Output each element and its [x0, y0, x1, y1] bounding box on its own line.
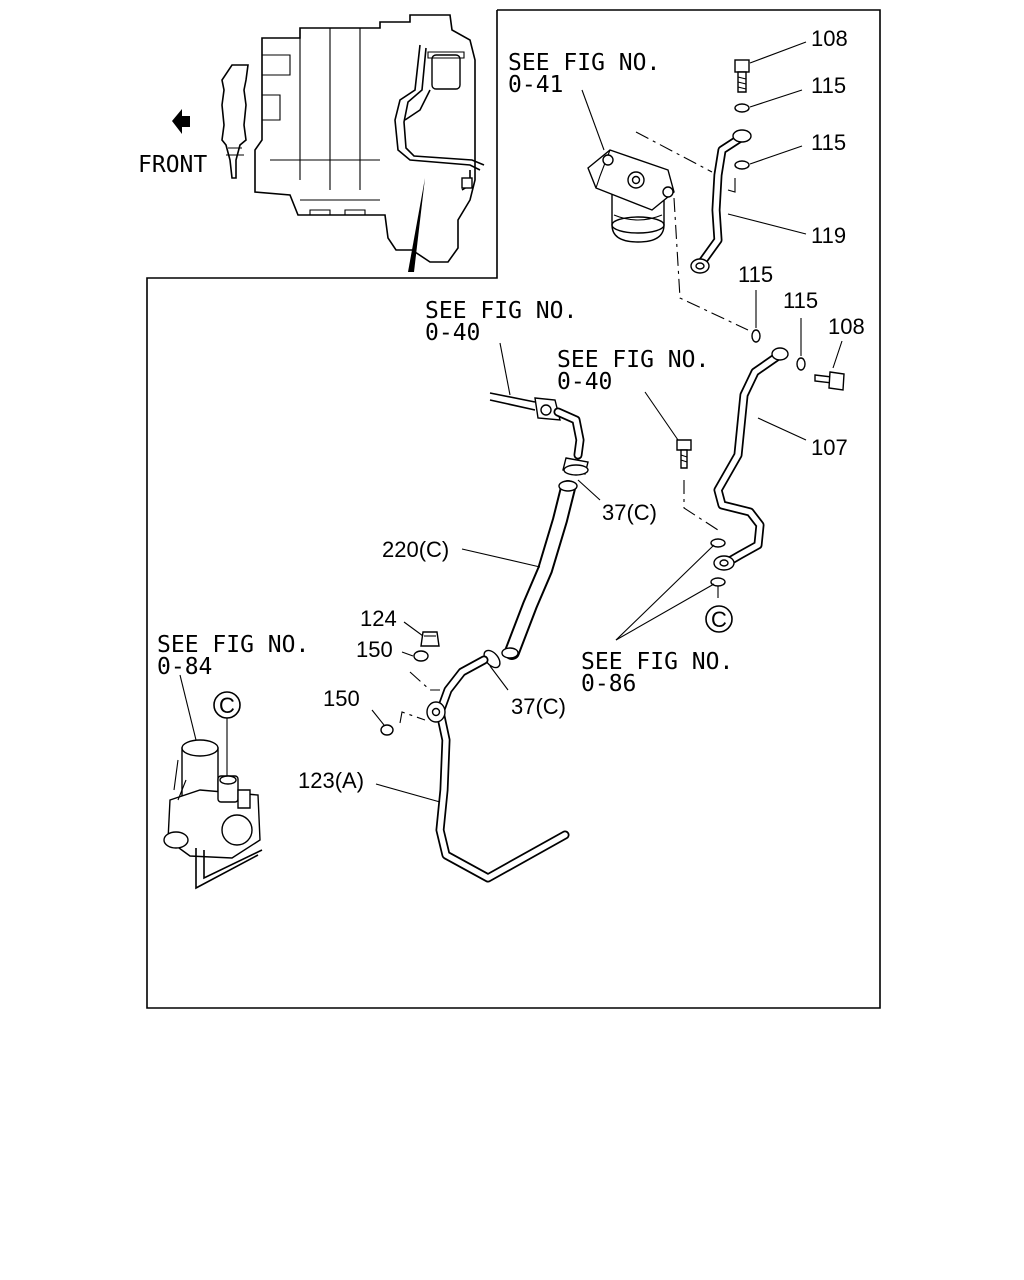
ref-0-84-line2: 0-84 — [157, 654, 212, 680]
circle-marker-c-right-label: C — [711, 607, 727, 632]
ref-0-41-line2: 0-41 — [508, 72, 563, 98]
dashed-leader-bolt-to-pipe — [683, 480, 719, 531]
circle-marker-c-pump: C — [213, 691, 241, 776]
diagram-frame — [146, 9, 881, 1009]
ref-0-40-upper-line2: 0-40 — [425, 320, 480, 346]
circle-marker-c-pump-label: C — [219, 693, 235, 718]
dashed-leader-150-upper — [409, 671, 440, 691]
ref-0-84: SEE FIG NO. 0-84 — [157, 632, 309, 680]
pipe-107 — [713, 347, 789, 571]
ref-0-41: SEE FIG NO. 0-41 — [508, 50, 660, 98]
ref-0-84-line1: SEE FIG NO. — [157, 632, 309, 658]
callout-115-b: 115 — [811, 130, 846, 155]
callout-124: 124 — [360, 606, 397, 631]
washer-150-lower — [380, 724, 394, 736]
ref-0-86-line2: 0-86 — [581, 671, 636, 697]
callout-37-lower: 37(C) — [511, 694, 566, 719]
callout-220: 220(C) — [382, 537, 449, 562]
leader-lines — [179, 41, 843, 803]
callout-119: 119 — [811, 223, 846, 248]
ref-0-40-lower: SEE FIG NO. 0-40 — [557, 347, 709, 395]
callout-115-a: 115 — [811, 73, 846, 98]
hose-220 — [501, 480, 578, 660]
washer-150-upper — [413, 650, 429, 662]
ref-0-40-lower-line2: 0-40 — [557, 369, 612, 395]
washer-115-lower-right — [796, 357, 806, 371]
washer-115-middle — [734, 160, 750, 170]
ref-0-41-line1: SEE FIG NO. — [508, 50, 660, 76]
engine-overview-inset — [221, 14, 485, 272]
callout-108-upper: 108 — [811, 26, 848, 51]
callout-115-c: 115 — [738, 262, 773, 287]
callout-107: 107 — [811, 435, 848, 460]
front-label: FRONT — [138, 152, 207, 178]
bolt-108-lower — [814, 371, 845, 391]
front-direction-indicator: FRONT — [138, 109, 207, 178]
priming-pump-0-84 — [163, 739, 263, 890]
bolt-0-40-lower — [676, 439, 692, 469]
front-arrow-icon — [172, 109, 190, 134]
callout-37-upper: 37(C) — [602, 500, 657, 525]
pipe-119 — [690, 129, 752, 274]
callout-115-d: 115 — [783, 288, 818, 313]
part-callouts: 108 115 115 119 115 115 108 107 37(C) 22… — [298, 26, 865, 793]
ref-0-40-upper-line1: SEE FIG NO. — [425, 298, 577, 324]
ref-0-86-line1: SEE FIG NO. — [581, 649, 733, 675]
callout-150-lower: 150 — [323, 686, 360, 711]
ref-0-40-lower-line1: SEE FIG NO. — [557, 347, 709, 373]
washer-upper-0-86 — [710, 538, 726, 548]
callout-108-lower: 108 — [828, 314, 865, 339]
ref-0-86: SEE FIG NO. 0-86 — [581, 649, 733, 697]
washer-115-lower-left — [751, 329, 761, 343]
eye-bolt-124 — [420, 631, 440, 647]
dashed-leader-150-lower — [399, 711, 426, 724]
fuel-filter-assembly — [587, 149, 675, 243]
pump-fitting-0-40 — [489, 392, 589, 475]
washer-115-upper — [734, 103, 750, 113]
circle-marker-c-right: C — [705, 605, 733, 633]
dashed-leader-filter-to-washer — [673, 197, 749, 331]
callout-150-upper: 150 — [356, 637, 393, 662]
clamp-37-upper — [563, 464, 589, 476]
callout-123: 123(A) — [298, 768, 364, 793]
bolt-108-upper — [734, 59, 750, 93]
ref-0-40-upper: SEE FIG NO. 0-40 — [425, 298, 577, 346]
pipe-123 — [426, 655, 570, 883]
